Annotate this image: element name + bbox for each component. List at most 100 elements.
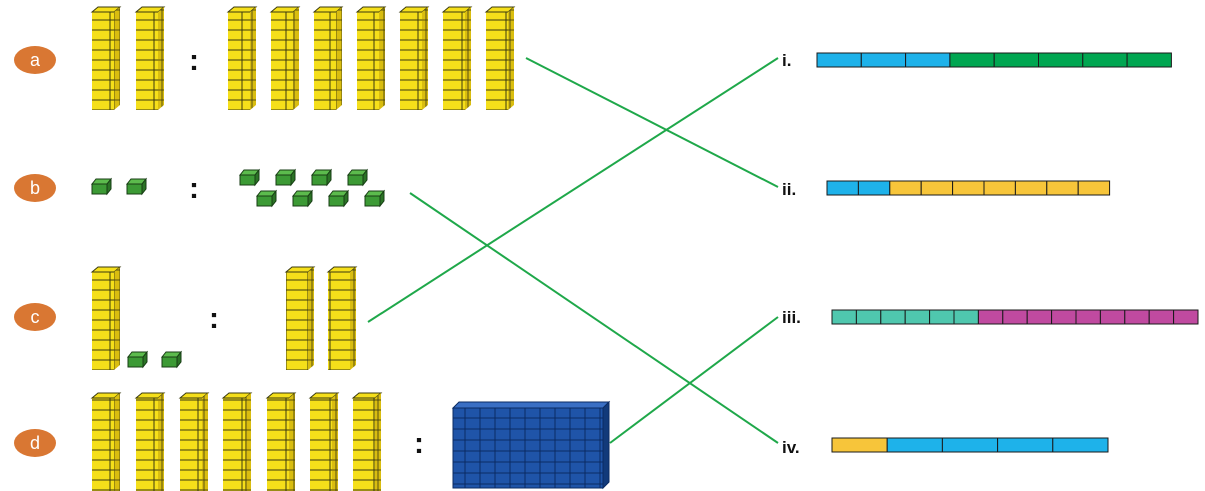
bar-segment	[1082, 52, 1128, 68]
ten-rod	[90, 266, 122, 370]
option-iii-label: iii.	[782, 308, 801, 327]
bar-segment	[1052, 437, 1109, 453]
ten-rod	[326, 266, 358, 370]
ten-rod	[441, 6, 473, 110]
row-c-letter: c	[31, 307, 40, 327]
row-a-colon: :	[189, 44, 199, 77]
ten-rod	[90, 6, 122, 110]
bar-segment	[949, 52, 995, 68]
bar-segment	[886, 437, 943, 453]
row-a-left-rods	[90, 6, 166, 110]
bar-segment	[983, 180, 1016, 196]
bar-segment	[905, 52, 951, 68]
ten-rod	[265, 392, 297, 491]
unit-cube	[126, 350, 149, 369]
bar-segment	[997, 437, 1054, 453]
bar-segment	[1046, 180, 1079, 196]
row-b-badge: b	[14, 174, 56, 202]
unit-cube	[363, 189, 386, 208]
row-b-right-cubes	[238, 168, 386, 208]
unit-cube	[310, 168, 333, 187]
ten-rod	[484, 6, 516, 110]
bar-segment	[920, 180, 954, 196]
row-b-letter: b	[30, 178, 40, 198]
bar-segment	[1099, 309, 1126, 325]
match-line-c-i	[367, 57, 779, 323]
match-line-b-iv	[409, 192, 779, 444]
bar-segment	[826, 180, 859, 196]
bar-segment	[1075, 309, 1101, 325]
ten-rod	[351, 392, 383, 491]
bar-segment	[929, 309, 955, 325]
ten-rod	[355, 6, 387, 110]
row-a-right-rods	[226, 6, 516, 110]
option-iii-bar	[831, 309, 1199, 325]
row-c-badge: c	[14, 303, 56, 331]
option-i-bar	[816, 52, 1172, 68]
ten-rod	[308, 392, 340, 491]
ten-rod	[226, 6, 258, 110]
bar-segment	[1014, 180, 1048, 196]
option-ii-bar	[826, 180, 1111, 196]
bar-segment	[952, 180, 985, 196]
match-line-d-iii	[609, 316, 779, 444]
bar-segment	[1124, 309, 1150, 325]
bar-segment	[816, 52, 862, 68]
bar-segment	[1173, 309, 1199, 325]
bar-segment	[953, 309, 979, 325]
unit-cube	[274, 168, 297, 187]
ten-rod	[134, 392, 166, 491]
bar-segment	[855, 309, 882, 325]
unit-cube	[90, 177, 113, 196]
bar-segment	[1051, 309, 1077, 325]
bar-segment	[880, 309, 906, 325]
ten-rod	[178, 392, 210, 491]
row-c-left-group	[90, 266, 183, 370]
bar-segment	[857, 180, 891, 196]
unit-cube	[238, 168, 261, 187]
bar-segment	[977, 309, 1004, 325]
bar-segment	[993, 52, 1040, 68]
row-d-left-rods	[90, 392, 383, 491]
ten-rod	[398, 6, 430, 110]
row-d-badge: d	[14, 429, 56, 457]
row-d-colon: :	[414, 427, 424, 460]
ten-rod	[284, 266, 316, 370]
ten-rod	[269, 6, 301, 110]
unit-cube	[160, 350, 183, 369]
unit-cube	[255, 189, 278, 208]
bar-segment	[941, 437, 999, 453]
row-b-left-cubes	[90, 177, 148, 196]
option-ii-label: ii.	[782, 180, 796, 199]
row-c-colon: :	[209, 302, 219, 335]
bar-segment	[1002, 309, 1028, 325]
unit-cube	[125, 177, 148, 196]
row-d-letter: d	[30, 433, 40, 453]
bar-segment	[831, 437, 888, 453]
bar-segment	[860, 52, 907, 68]
bar-segment	[1077, 180, 1111, 196]
bar-segment	[831, 309, 857, 325]
unit-cube	[327, 189, 350, 208]
option-iv-label: iv.	[782, 438, 800, 457]
bar-segment	[904, 309, 931, 325]
unit-cube	[346, 168, 369, 187]
ten-rod	[221, 392, 253, 491]
ten-rod	[134, 6, 166, 110]
option-i-label: i.	[782, 51, 791, 70]
bar-segment	[889, 180, 922, 196]
ten-rod	[90, 392, 122, 491]
bar-segment	[1026, 309, 1053, 325]
row-a-letter: a	[30, 50, 41, 70]
option-iv-bar	[831, 437, 1109, 453]
bar-segment	[1148, 309, 1175, 325]
row-b-colon: :	[189, 172, 199, 205]
bar-segment	[1126, 52, 1172, 68]
hundred-flat	[451, 400, 611, 490]
match-line-a-ii	[525, 57, 779, 188]
unit-cube	[291, 189, 314, 208]
ten-rod	[312, 6, 344, 110]
bar-segment	[1038, 52, 1084, 68]
row-a-badge: a	[14, 46, 56, 74]
